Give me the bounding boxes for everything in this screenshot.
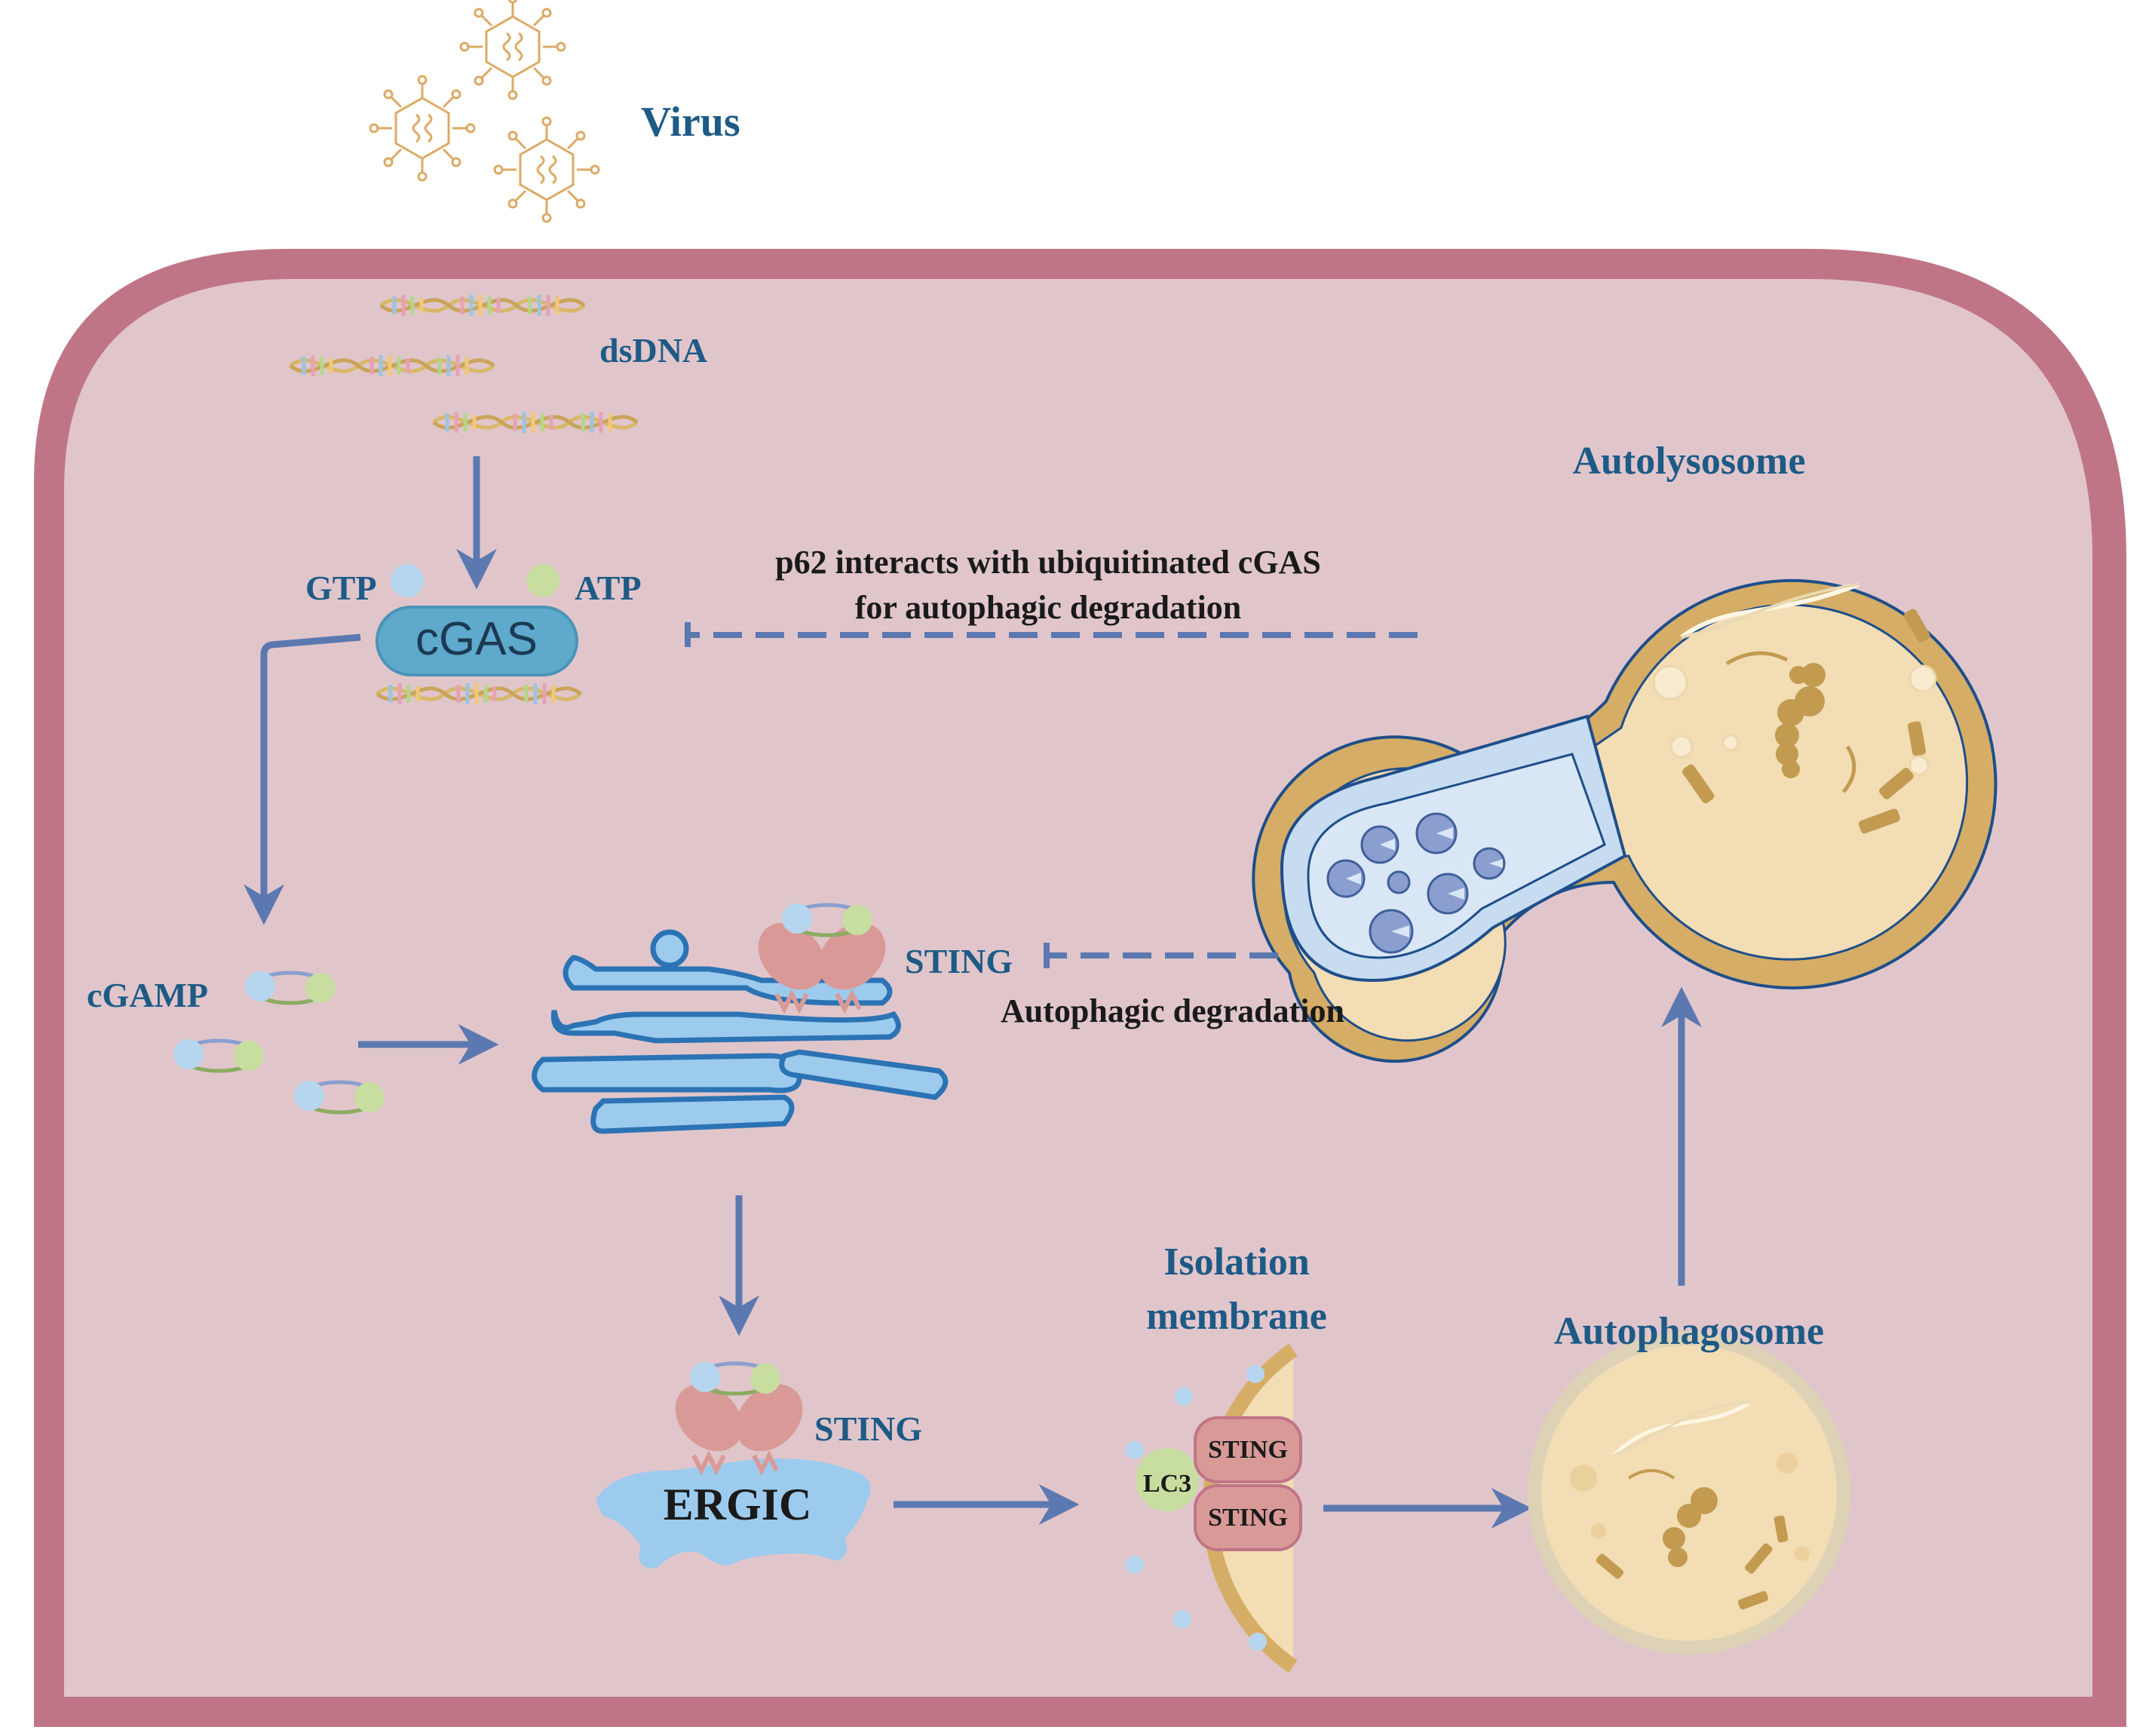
autophagosome (1528, 1332, 1850, 1655)
autophagic-degradation-label: Autophagic degradation (1001, 992, 1344, 1029)
atp-label: ATP (575, 569, 642, 607)
arrow-cgas-to-cgamp (244, 633, 361, 925)
autolysosome (1252, 578, 1997, 1063)
p62-label-1: p62 interacts with ubiquitinated cGAS (775, 544, 1321, 581)
sting-im-block (1194, 1416, 1302, 1483)
ergic (596, 1458, 871, 1569)
virus-label: Virus (641, 99, 740, 146)
ergic-label: ERGIC (664, 1480, 812, 1529)
isolation-membrane-label-2: membrane (1146, 1295, 1327, 1338)
gtp-ball (391, 564, 424, 597)
atp-ball (526, 564, 559, 597)
sting-im-block (1194, 1484, 1302, 1551)
endoplasmic-reticulum (532, 929, 949, 1134)
er-cisterna (550, 1010, 901, 1044)
cgas-complex (377, 564, 581, 704)
cgas-label: cGAS (415, 613, 538, 665)
sting-im-label-2: STING (1208, 1504, 1288, 1532)
virus-icon (493, 116, 600, 223)
lc3-label: LC3 (1143, 1470, 1191, 1498)
cgas-protein (376, 606, 578, 676)
isolation-membrane (1126, 1343, 1302, 1673)
sting-im-label-1: STING (1208, 1436, 1288, 1464)
er-cisterna (779, 1049, 949, 1100)
virus-icon (459, 0, 566, 100)
lc3-protein (1136, 1448, 1199, 1511)
autolysosome-label: Autolysosome (1572, 440, 1805, 483)
cgamp-label: cGAMP (87, 976, 208, 1014)
er-cisterna (563, 955, 893, 1006)
er-cisterna (532, 1053, 802, 1093)
autophagosome-label: Autophagosome (1554, 1310, 1824, 1353)
sting-er-label: STING (905, 942, 1013, 980)
virus-icon (369, 75, 476, 182)
virus-group (369, 0, 600, 223)
gtp-label: GTP (305, 569, 377, 607)
er-vesicle (650, 929, 689, 968)
dsdna-label: dsDNA (599, 331, 707, 370)
p62-label-2: for autophagic degradation (855, 589, 1242, 626)
er-cisterna (590, 1094, 795, 1134)
sting-ergic-label: STING (814, 1409, 922, 1448)
isolation-membrane-label-1: Isolation (1163, 1241, 1310, 1284)
